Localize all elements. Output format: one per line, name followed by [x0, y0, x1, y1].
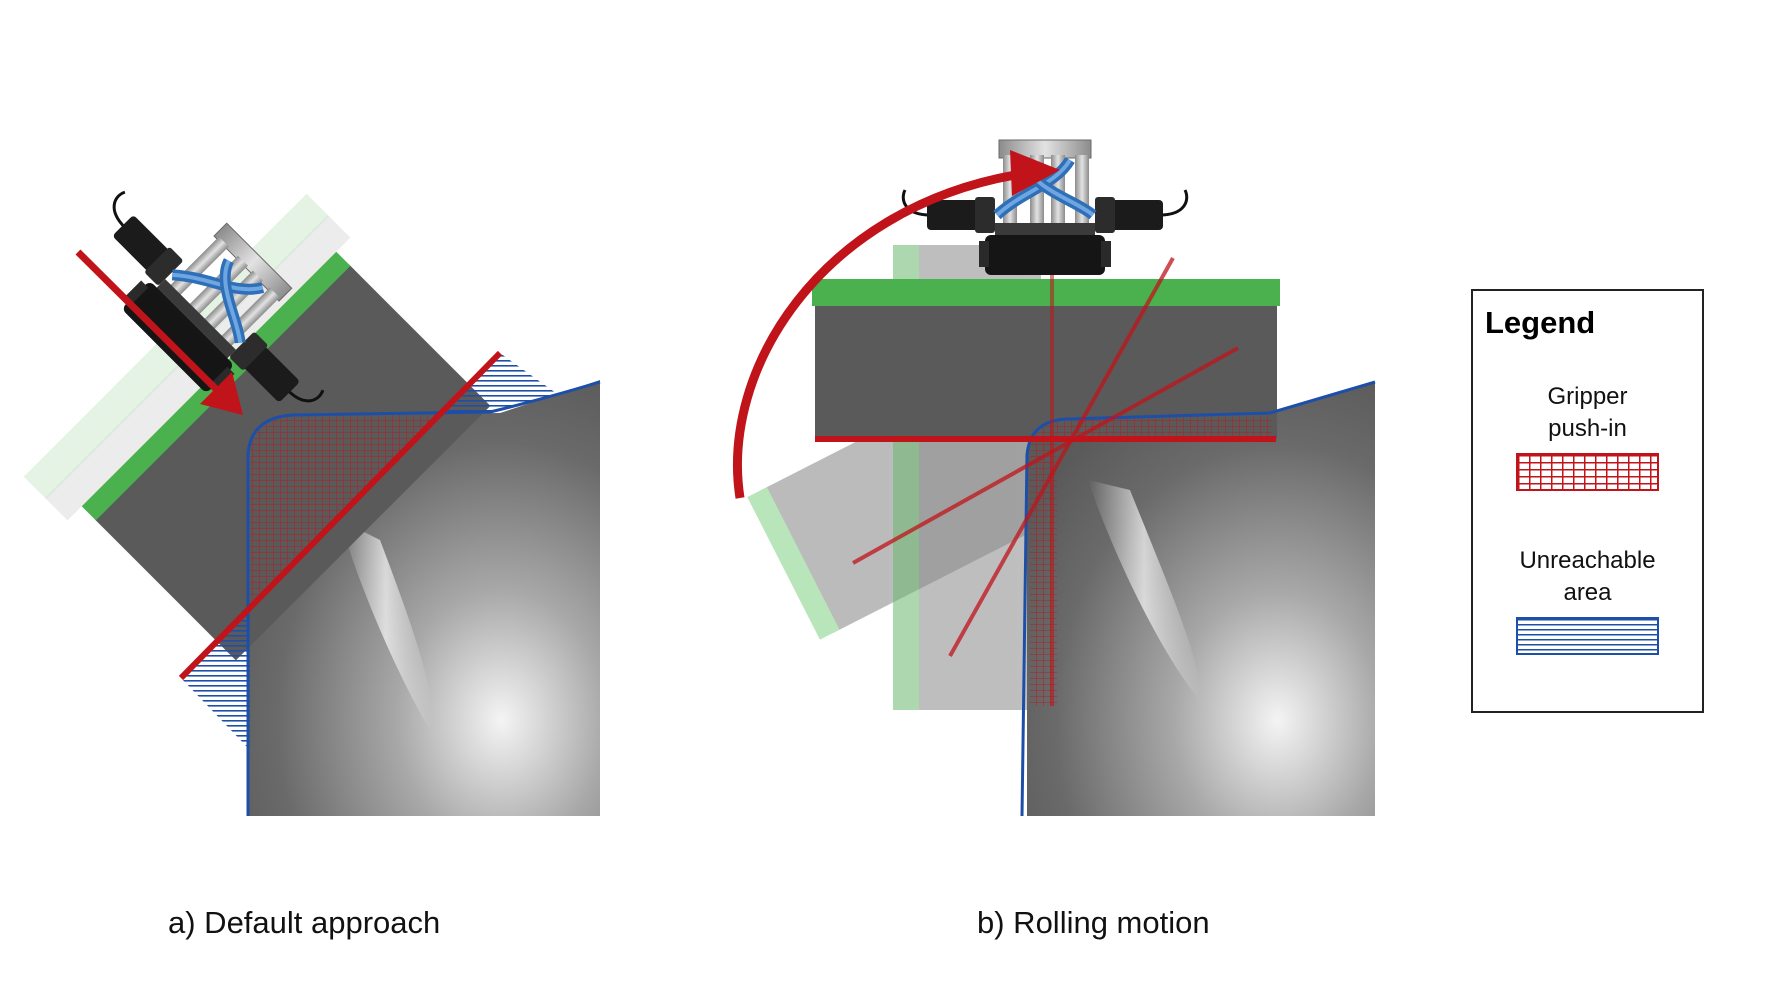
- contact-line-b-diagonal1: [852, 346, 1239, 565]
- gripper-pad-b: [812, 279, 1280, 306]
- legend-label-push-in: Gripper push-in: [1473, 381, 1702, 445]
- rolling-arrow-icon: [732, 150, 1060, 499]
- unreachable-region-a2: [181, 602, 250, 750]
- surface-highlight-a: [340, 520, 432, 730]
- surface-highlight-b: [1088, 480, 1201, 700]
- push-in-region-b: [1030, 416, 1272, 706]
- panel-b: [732, 140, 1376, 817]
- legend-title: Legend: [1485, 305, 1596, 340]
- unreachable-region-a1: [436, 353, 556, 415]
- legend-label-unreachable-line1: Unreachable: [1519, 547, 1656, 574]
- legend-label-unreachable-line2: area: [1563, 579, 1612, 606]
- contact-line-b-diagonal2: [948, 257, 1175, 657]
- legend-box: Legend Gripper push-in Unreachable area: [1471, 289, 1704, 713]
- mold-surface-b: [1027, 382, 1375, 816]
- legend-label-unreachable: Unreachable area: [1473, 545, 1702, 609]
- legend-label-push-in-line2: push-in: [1548, 415, 1627, 442]
- legend-swatch-push-in: [1516, 453, 1659, 491]
- caption-rolling-motion: b) Rolling motion: [977, 905, 1210, 940]
- legend-swatch-unreachable: [1516, 617, 1659, 655]
- legend-label-push-in-line1: Gripper: [1547, 383, 1628, 410]
- approach-arrow-icon: [75, 249, 243, 415]
- panel-a: [23, 156, 601, 816]
- caption-default-approach: a) Default approach: [168, 905, 441, 940]
- cavity-outline-a: [246, 380, 601, 816]
- contact-line-a: [178, 350, 503, 681]
